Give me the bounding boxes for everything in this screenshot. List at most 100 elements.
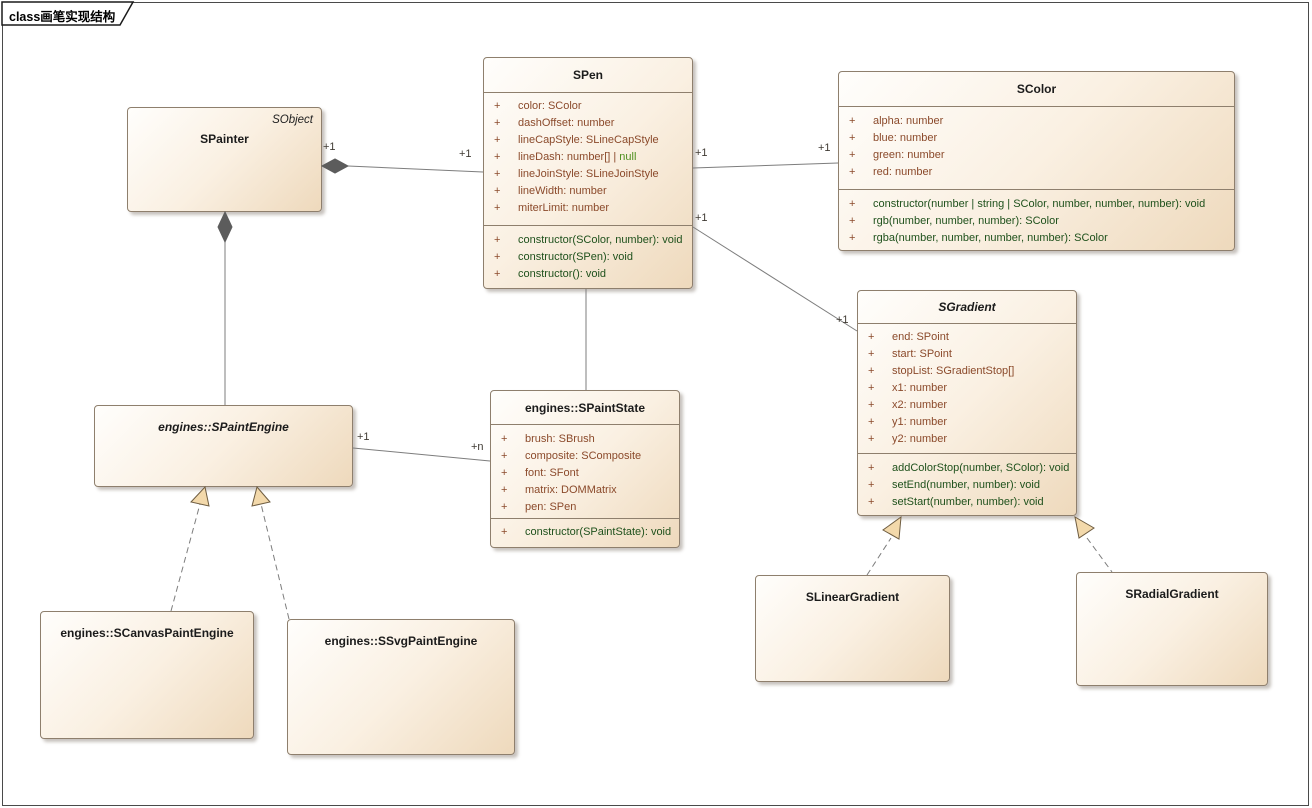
attribute-text-prefix: lineDash: number[] | bbox=[518, 151, 620, 163]
visibility-symbol: + bbox=[868, 496, 875, 508]
visibility-symbol: + bbox=[868, 331, 875, 343]
class-box-spen[interactable]: SPen +color: SColor +dashOffset: number … bbox=[483, 57, 693, 289]
methods-compartment: +addColorStop(number, SColor): void + set… bbox=[858, 453, 1076, 511]
attribute-row: +end: SPoint bbox=[858, 329, 1076, 346]
multiplicity-label: +1 bbox=[818, 142, 831, 154]
attribute-row: + composite: SComposite bbox=[491, 448, 679, 465]
visibility-symbol: + bbox=[501, 526, 508, 538]
visibility-symbol: + bbox=[494, 134, 501, 146]
attribute-text: alpha: number bbox=[873, 115, 944, 127]
class-title: SRadialGradient bbox=[1125, 587, 1219, 601]
attribute-row: +blue: number bbox=[839, 130, 1234, 147]
attribute-text: dashOffset: number bbox=[518, 117, 615, 129]
attribute-text: x2: number bbox=[892, 399, 948, 411]
frame-tab-title: class画笔实现结构 bbox=[9, 10, 116, 24]
attribute-row: +lineCapStyle: SLineCapStyle bbox=[484, 132, 692, 149]
class-title: SLinearGradient bbox=[805, 590, 900, 604]
visibility-symbol: + bbox=[849, 215, 856, 227]
attribute-text: y1: number bbox=[892, 416, 948, 428]
class-box-scanvaspaintengine[interactable]: engines::SCanvasPaintEngine bbox=[40, 611, 254, 739]
multiplicity-label: +1 bbox=[836, 314, 849, 326]
visibility-symbol: + bbox=[501, 501, 508, 513]
attributes-compartment: +color: SColor +dashOffset: number +line… bbox=[484, 92, 692, 225]
class-box-sgradient[interactable]: SGradient +end: SPoint +start: SPoint +s… bbox=[857, 290, 1077, 516]
multiplicity-label: +1 bbox=[695, 212, 708, 224]
method-row: +addColorStop(number, SColor): void bbox=[858, 460, 1076, 477]
attribute-row: +y2: number bbox=[858, 431, 1076, 448]
attribute-row: +start: SPoint bbox=[858, 346, 1076, 363]
attributes-compartment: +alpha: number +blue: number +green: num… bbox=[839, 106, 1234, 189]
visibility-symbol: + bbox=[494, 202, 501, 214]
visibility-symbol: + bbox=[501, 484, 508, 496]
attribute-text: matrix: DOMMatrix bbox=[525, 484, 617, 496]
attribute-row: + font: SFont bbox=[491, 465, 679, 482]
class-box-spainter[interactable]: SObject SPainter bbox=[127, 107, 322, 212]
class-box-sradialgradient[interactable]: SRadialGradient bbox=[1076, 572, 1268, 686]
class-box-slineargradient[interactable]: SLinearGradient bbox=[755, 575, 950, 682]
attribute-text: lineJoinStyle: SLineJoinStyle bbox=[518, 168, 659, 180]
visibility-symbol: + bbox=[494, 234, 501, 246]
method-row: +constructor(SPen): void bbox=[484, 249, 692, 266]
visibility-symbol: + bbox=[849, 132, 856, 144]
class-title: SPen bbox=[572, 68, 603, 82]
attribute-row: + dashOffset: number bbox=[484, 115, 692, 132]
visibility-symbol: + bbox=[849, 198, 856, 210]
visibility-symbol: + bbox=[849, 232, 856, 244]
visibility-symbol: + bbox=[501, 467, 508, 479]
visibility-symbol: + bbox=[868, 416, 875, 428]
multiplicity-label: +1 bbox=[459, 148, 472, 160]
class-box-scolor[interactable]: SColor +alpha: number +blue: number +gre… bbox=[838, 71, 1235, 251]
class-title: engines::SCanvasPaintEngine bbox=[60, 626, 234, 640]
visibility-symbol: + bbox=[494, 168, 501, 180]
method-text: rgba(number, number, number, number): SC… bbox=[873, 232, 1108, 244]
class-box-spaintengine[interactable]: engines::SPaintEngine bbox=[94, 405, 353, 487]
visibility-symbol: + bbox=[868, 433, 875, 445]
attribute-text: composite: SComposite bbox=[525, 450, 642, 462]
attribute-text: red: number bbox=[873, 166, 933, 178]
visibility-symbol: + bbox=[849, 166, 856, 178]
class-box-spaintstate[interactable]: engines::SPaintState +brush: SBrush +com… bbox=[490, 390, 680, 548]
attribute-text: green: number bbox=[873, 149, 945, 161]
visibility-symbol: + bbox=[868, 365, 875, 377]
attribute-text: pen: SPen bbox=[525, 501, 577, 513]
attribute-text: miterLimit: number bbox=[518, 202, 610, 214]
attribute-row: + y1: number bbox=[858, 414, 1076, 431]
attribute-text: font: SFont bbox=[525, 467, 579, 479]
methods-compartment: +constructor(SColor, number): void +cons… bbox=[484, 225, 692, 283]
method-text: setEnd(number, number): void bbox=[892, 479, 1040, 491]
stereotype-label: SObject bbox=[272, 114, 313, 126]
attribute-row: + miterLimit: number bbox=[484, 200, 692, 217]
attribute-row: +lineDash: number[] | null bbox=[484, 149, 692, 166]
attribute-row: +green: number bbox=[839, 147, 1234, 164]
attribute-row: + lineWidth: number bbox=[484, 183, 692, 200]
attribute-row: +x1: number bbox=[858, 380, 1076, 397]
visibility-symbol: + bbox=[494, 100, 501, 112]
method-row: + setStart(number, number): void bbox=[858, 494, 1076, 511]
attributes-compartment: +end: SPoint +start: SPoint +stopList: S… bbox=[858, 323, 1076, 453]
method-text: setStart(number, number): void bbox=[892, 496, 1044, 508]
attribute-row: +x2: number bbox=[858, 397, 1076, 414]
visibility-symbol: + bbox=[494, 251, 501, 263]
visibility-symbol: + bbox=[868, 462, 875, 474]
visibility-symbol: + bbox=[868, 382, 875, 394]
null-keyword: null bbox=[619, 151, 637, 163]
attribute-row: +color: SColor bbox=[484, 98, 692, 115]
attribute-text: start: SPoint bbox=[892, 348, 952, 360]
visibility-symbol: + bbox=[501, 450, 508, 462]
attribute-text: lineWidth: number bbox=[518, 185, 607, 197]
method-row: + constructor(SPaintState): void bbox=[491, 524, 679, 541]
multiplicity-label: +n bbox=[471, 441, 484, 453]
class-title: SGradient bbox=[938, 300, 996, 314]
class-title: SPainter bbox=[200, 132, 249, 146]
visibility-symbol: + bbox=[494, 117, 501, 129]
class-box-ssvgpaintengine[interactable]: engines::SSvgPaintEngine bbox=[287, 619, 515, 755]
multiplicity-label: +1 bbox=[323, 141, 336, 153]
class-title: SColor bbox=[1016, 82, 1057, 96]
visibility-symbol: + bbox=[501, 433, 508, 445]
methods-compartment: +constructor(number | string | SColor, n… bbox=[839, 189, 1234, 247]
attribute-row: +alpha: number bbox=[839, 113, 1234, 130]
method-text: constructor(SPaintState): void bbox=[525, 526, 672, 538]
visibility-symbol: + bbox=[494, 185, 501, 197]
method-text: constructor(): void bbox=[518, 268, 607, 280]
